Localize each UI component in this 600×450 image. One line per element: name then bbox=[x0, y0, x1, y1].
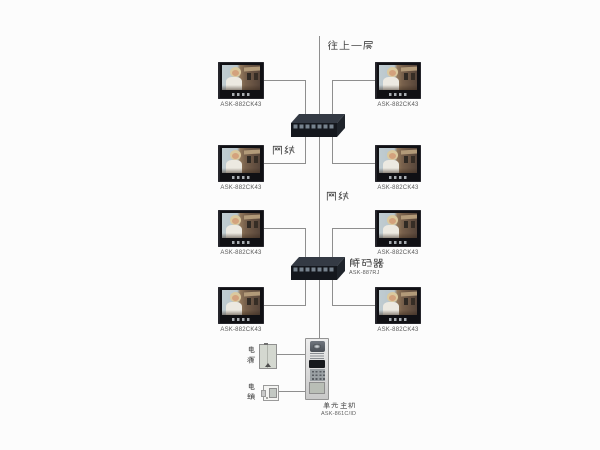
power-supply-box bbox=[259, 342, 277, 369]
monitor-buttons bbox=[232, 93, 252, 96]
monitor-model-label: ASK-882CK43 bbox=[377, 327, 419, 333]
monitor-model-label: ASK-882CK43 bbox=[377, 102, 419, 108]
power-cable bbox=[275, 354, 305, 355]
monitor-buttons bbox=[232, 318, 252, 321]
monitor-screen bbox=[379, 148, 417, 173]
door-station-label bbox=[323, 402, 356, 410]
monitor-buttons bbox=[389, 93, 409, 96]
monitor-model-label: ASK-882CK43 bbox=[220, 102, 262, 108]
indoor-monitor: ASK-882CK43 bbox=[375, 210, 421, 256]
network-cable-label-upper bbox=[272, 145, 295, 156]
monitor-screen bbox=[222, 290, 260, 315]
network-cable-label-lower bbox=[326, 191, 349, 202]
decoder-device bbox=[291, 257, 345, 280]
monitor-buttons bbox=[232, 176, 252, 179]
monitor-buttons bbox=[232, 241, 252, 244]
indoor-monitor: ASK-882CK43 bbox=[218, 210, 264, 256]
indoor-monitor: ASK-882CK43 bbox=[218, 62, 264, 108]
cable-row2-left bbox=[263, 163, 306, 164]
cable-row2-right bbox=[332, 163, 376, 164]
electric-lock-label bbox=[247, 383, 256, 401]
cable-row3-right bbox=[332, 228, 376, 229]
indoor-monitor: ASK-882CK43 bbox=[218, 287, 264, 333]
monitor-model-label: ASK-882CK43 bbox=[220, 327, 262, 333]
monitor-buttons bbox=[389, 318, 409, 321]
power-supply-label bbox=[247, 346, 256, 364]
indoor-monitor: ASK-882CK43 bbox=[218, 145, 264, 191]
decoder-label bbox=[349, 258, 384, 269]
monitor-screen bbox=[222, 65, 260, 90]
cable-row4-left bbox=[263, 305, 306, 306]
monitor-screen bbox=[222, 148, 260, 173]
door-keypad bbox=[309, 369, 325, 381]
indoor-monitor: ASK-882CK43 bbox=[375, 145, 421, 191]
monitor-model-label: ASK-882CK43 bbox=[220, 250, 262, 256]
network-switch bbox=[291, 114, 345, 137]
electric-lock-box bbox=[261, 385, 279, 401]
door-speaker bbox=[310, 353, 324, 359]
door-camera bbox=[309, 341, 325, 352]
cable-row1-right bbox=[332, 80, 376, 81]
to-upper-floor-label bbox=[327, 40, 374, 51]
monitor-buttons bbox=[389, 176, 409, 179]
monitor-model-label: ASK-882CK43 bbox=[220, 185, 262, 191]
door-nameplate bbox=[309, 382, 325, 394]
power-terminal bbox=[264, 342, 268, 345]
monitor-screen bbox=[379, 213, 417, 238]
indoor-monitor: ASK-882CK43 bbox=[375, 287, 421, 333]
monitor-screen bbox=[379, 290, 417, 315]
monitor-buttons bbox=[389, 241, 409, 244]
cable-row3-left bbox=[263, 228, 306, 229]
main-riser-line bbox=[319, 36, 320, 338]
door-station bbox=[305, 338, 329, 400]
monitor-model-label: ASK-882CK43 bbox=[377, 185, 419, 191]
door-display bbox=[309, 360, 325, 368]
monitor-model-label: ASK-882CK43 bbox=[377, 250, 419, 256]
indoor-monitor: ASK-882CK43 bbox=[375, 62, 421, 108]
cable-row1-left bbox=[263, 80, 306, 81]
lock-cable bbox=[277, 391, 305, 392]
monitor-screen bbox=[379, 65, 417, 90]
monitor-screen bbox=[222, 213, 260, 238]
decoder-model-label: ASK-887RJ bbox=[349, 270, 380, 276]
cable-row4-right bbox=[332, 305, 376, 306]
door-station-model-label: ASK-861C/ID bbox=[321, 411, 357, 417]
